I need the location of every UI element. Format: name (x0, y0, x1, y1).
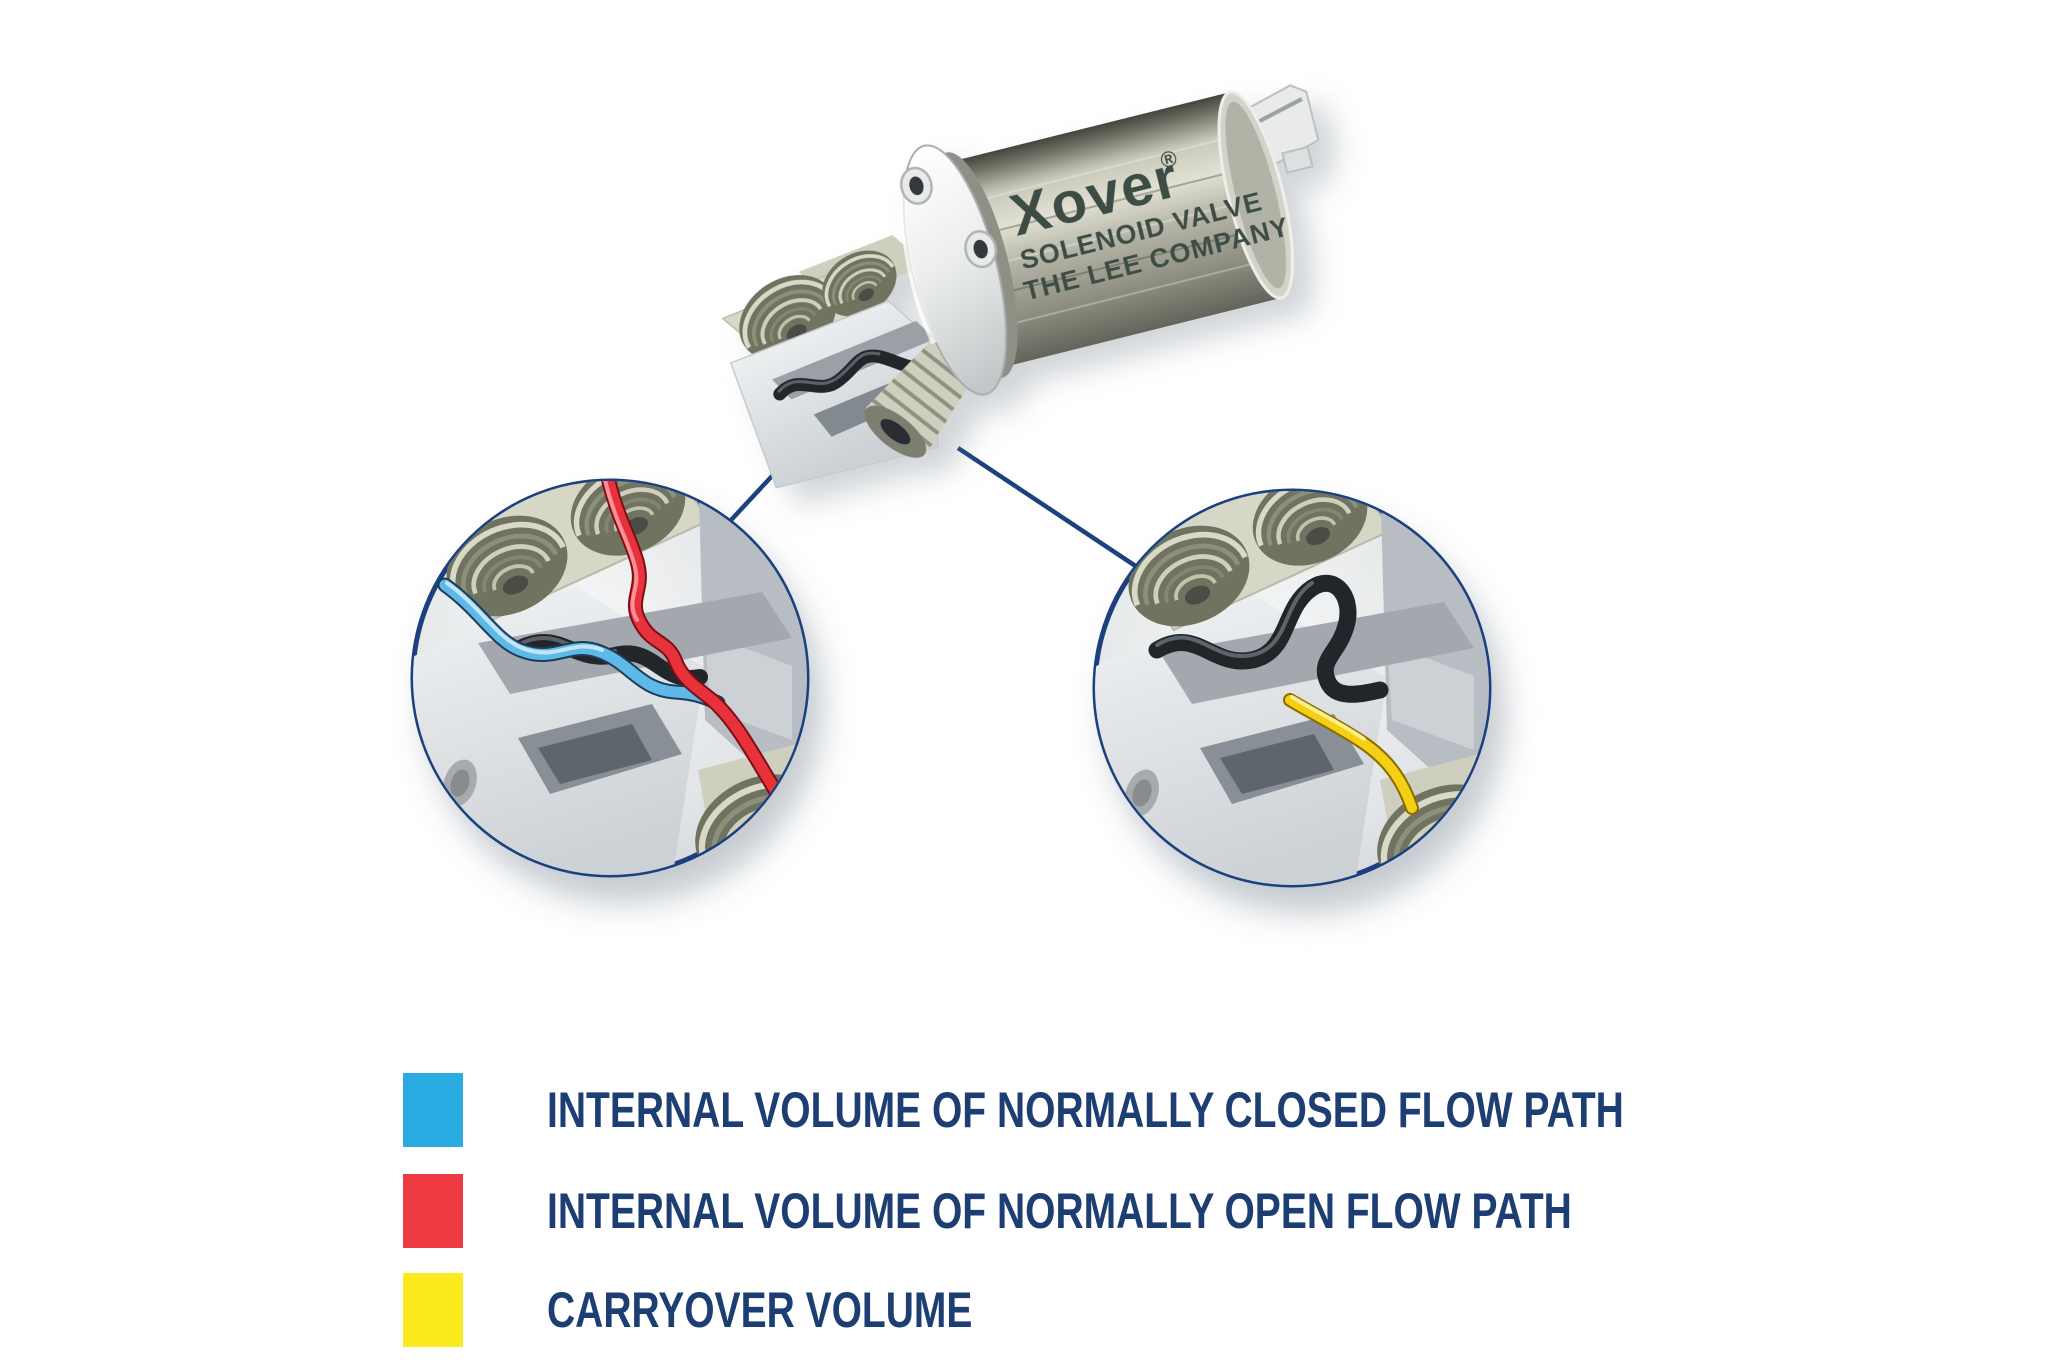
left-circle-scene (400, 481, 847, 906)
legend-row-normally-open: INTERNAL VOLUME OF NORMALLY OPEN FLOW PA… (403, 1174, 1861, 1248)
legend-label-carryover: CARRYOVER VOLUME (547, 1282, 973, 1338)
legend-row-carryover: CARRYOVER VOLUME (403, 1273, 1092, 1347)
left-detail-circle (400, 478, 847, 906)
right-valve-tube-black (1148, 574, 1389, 703)
legend-label-normally-closed: INTERNAL VOLUME OF NORMALLY CLOSED FLOW … (547, 1082, 1624, 1138)
valve-diagram-svg: Xover ® SOLENOID VALVE THE LEE COMPANY (400, 84, 1529, 916)
mounting-boss-top (899, 166, 933, 205)
normally-open-flow-path-red (600, 481, 798, 820)
valve-mounting-flange (899, 144, 1018, 396)
registered-mark: ® (1158, 145, 1180, 173)
valve-solenoid-body: Xover ® SOLENOID VALVE THE LEE COMPANY (927, 84, 1320, 374)
mounting-boss-lower (964, 230, 998, 269)
valve-assembly: Xover ® SOLENOID VALVE THE LEE COMPANY (691, 84, 1320, 489)
carryover-volume-path-yellow (1283, 693, 1419, 815)
valve-internal-tube-highlight (777, 351, 881, 393)
right-circle-scene (1082, 438, 1529, 916)
legend-swatch-normally-open (403, 1174, 463, 1248)
right-detail-circle (1082, 438, 1529, 916)
normally-closed-flow-path-blue (437, 577, 726, 711)
legend-label-normally-open: INTERNAL VOLUME OF NORMALLY OPEN FLOW PA… (547, 1183, 1572, 1239)
legend-row-normally-closed: INTERNAL VOLUME OF NORMALLY CLOSED FLOW … (403, 1073, 1928, 1147)
legend-swatch-normally-closed (403, 1073, 463, 1147)
valve-internal-tube-black (773, 349, 938, 401)
solenoid-cylinder (927, 91, 1294, 374)
fitting-bore (880, 418, 911, 445)
legend-swatch-carryover (403, 1273, 463, 1347)
